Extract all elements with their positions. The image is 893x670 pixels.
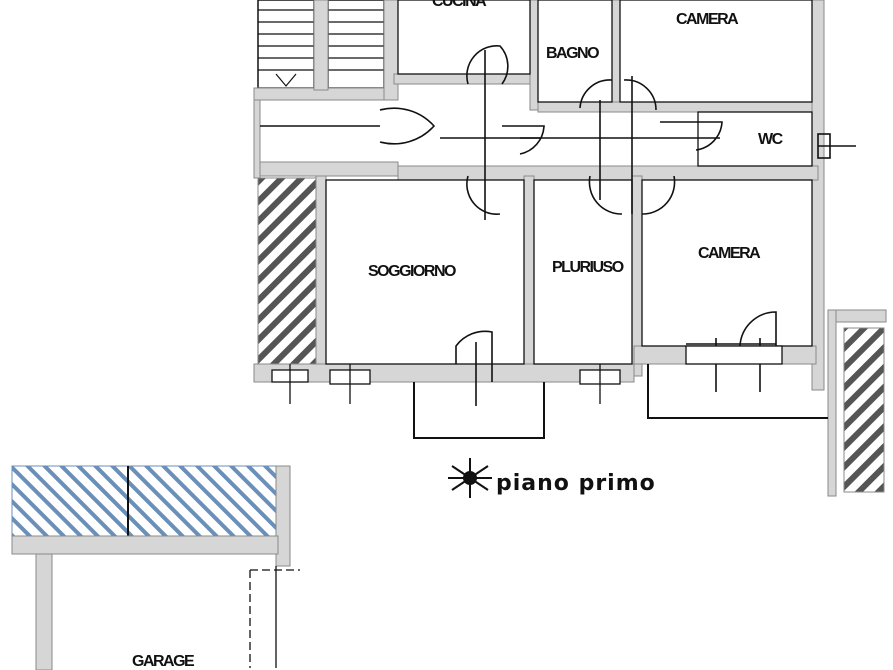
floor-label: piano primo <box>496 471 656 496</box>
room-label-garage: GARAGE <box>132 653 195 670</box>
hatched-area-left <box>257 177 317 365</box>
hatched-area-right <box>843 327 885 493</box>
room-label-wc: WC <box>758 131 784 148</box>
room-label-soggiorno: SOGGIORNO <box>368 263 456 280</box>
room-label-pluriuso: PLURIUSO <box>552 259 624 276</box>
garage-block <box>11 465 300 670</box>
room-label-camera-top: CAMERA <box>676 11 739 28</box>
room-label-bagno: BAGNO <box>546 45 599 62</box>
door-swings <box>260 45 856 406</box>
room-label-top-left: CUCINA <box>432 0 487 10</box>
room-labels: CUCINA BAGNO CAMERA WC SOGGIORNO PLURIUS… <box>132 0 785 670</box>
walls <box>253 0 887 497</box>
north-arrow-icon <box>448 458 492 498</box>
windows <box>271 345 783 404</box>
staircase <box>257 0 385 89</box>
room-label-camera-right: CAMERA <box>698 245 761 262</box>
balconies <box>413 364 828 439</box>
